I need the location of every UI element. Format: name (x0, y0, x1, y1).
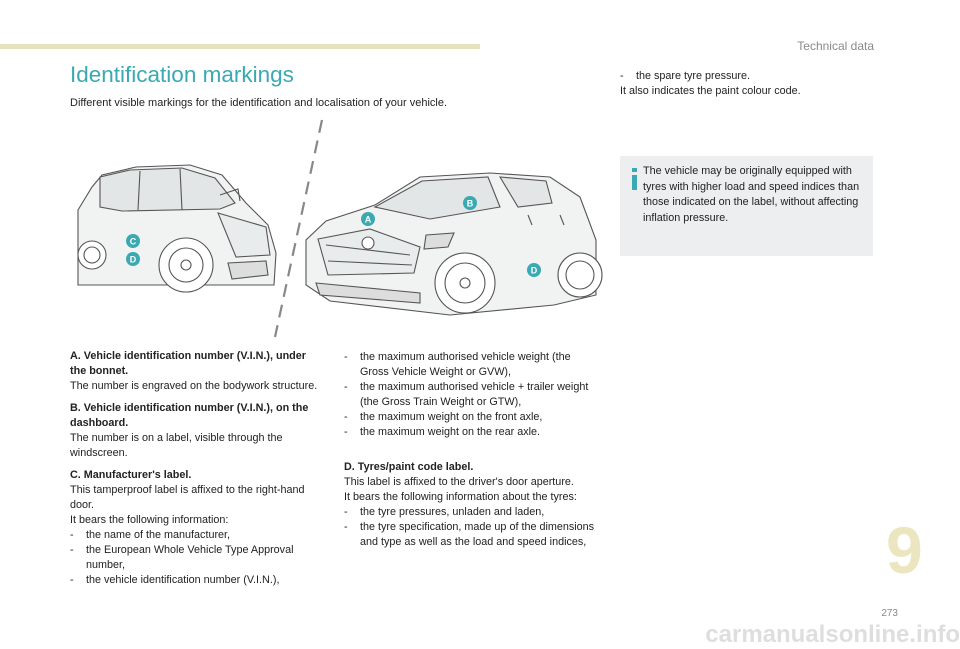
list-item: -the tyre pressures, unladen and laden, (344, 506, 545, 518)
section-title: Technical data (797, 39, 874, 53)
marker-c-badge (126, 234, 140, 248)
marker-b: B (467, 199, 474, 209)
list-item: -the maximum weight on the front axle, (344, 411, 543, 423)
marker-d-rear: D (130, 255, 137, 265)
list-item: -the maximum authorised vehicle + traile… (344, 381, 589, 408)
divider-line (273, 119, 324, 338)
vin-bonnet-text: The number is engraved on the bodywork s… (70, 380, 318, 392)
manufacturer-label-info: It bears the following information: (70, 514, 229, 526)
marker-a: A (365, 215, 372, 225)
list-item: -the maximum weight on the rear axle. (344, 426, 541, 438)
marker-a-badge (361, 212, 375, 226)
vin-bonnet-heading: A. Vehicle identification number (V.I.N.… (70, 350, 306, 377)
watermark: carmanualsonline.info (705, 621, 960, 648)
vin-dashboard-heading: B. Vehicle identification number (V.I.N.… (70, 402, 309, 429)
car-front-view (305, 172, 603, 316)
column-3: -the spare tyre pressure. It also indica… (620, 69, 875, 99)
column-2: -the maximum authorised vehicle weight (… (344, 350, 602, 550)
manufacturer-label-text: This tamperproof label is affixed to the… (70, 484, 305, 511)
vin-dashboard-text: The number is on a label, visible throug… (70, 432, 283, 459)
info-note-text: The vehicle may be originally equipped w… (643, 165, 860, 224)
list-item: -the vehicle identification number (V.I.… (70, 574, 280, 586)
marker-b-badge (463, 196, 477, 210)
marker-c: C (130, 237, 137, 247)
list-item: -the tyre specification, made up of the … (344, 521, 595, 548)
list-item: -the spare tyre pressure. (620, 70, 751, 82)
page-title: Identification markings (70, 62, 294, 87)
marker-d-front: D (531, 266, 538, 276)
tyre-label-heading: D. Tyres/paint code label. (344, 461, 474, 473)
list-item: -the name of the manufacturer, (70, 529, 231, 541)
marker-d-front-badge (527, 263, 541, 277)
info-note: The vehicle may be originally equipped w… (620, 156, 873, 256)
car-rear-view (77, 164, 277, 293)
paint-code-text: It also indicates the paint colour code. (620, 85, 801, 97)
info-icon (632, 168, 637, 190)
marker-d-rear-badge (126, 252, 140, 266)
chapter-number: 9 (886, 513, 923, 587)
header-bar (0, 44, 480, 49)
page-number: 273 (881, 608, 898, 619)
column-1: A. Vehicle identification number (V.I.N.… (70, 349, 322, 588)
list-item: -the European Whole Vehicle Type Approva… (70, 544, 294, 571)
intro-text: Different visible markings for the ident… (70, 97, 448, 109)
manufacturer-label-heading: C. Manufacturer's label. (70, 469, 192, 481)
tyre-label-info: It bears the following information about… (344, 491, 577, 503)
list-item: -the maximum authorised vehicle weight (… (344, 351, 571, 378)
tyre-label-text: This label is affixed to the driver's do… (344, 476, 574, 488)
vehicle-illustration: C D A B D (77, 119, 603, 338)
